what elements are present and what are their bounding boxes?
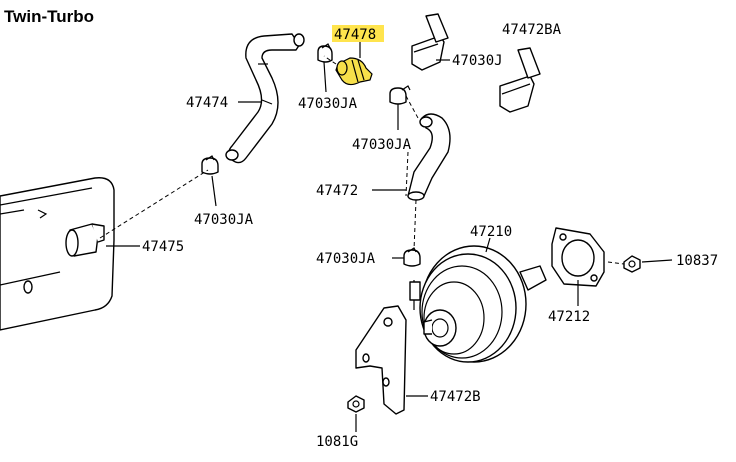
label-1081G[interactable]: 1081G bbox=[316, 434, 358, 450]
label-47472[interactable]: 47472 bbox=[316, 183, 358, 199]
part-1081G-nut bbox=[347, 395, 365, 413]
part-47478-check-valve bbox=[335, 57, 373, 86]
leader-lines bbox=[106, 42, 673, 432]
routing-line-hose-lower bbox=[405, 151, 409, 197]
label-10837[interactable]: 10837 bbox=[676, 253, 718, 269]
part-47210-brake-booster bbox=[409, 245, 547, 363]
label-47030JA-low[interactable]: 47030JA bbox=[316, 251, 376, 267]
part-47475-connector bbox=[65, 223, 105, 257]
part-47472B-bracket bbox=[355, 305, 407, 415]
label-47212[interactable]: 47212 bbox=[548, 309, 590, 325]
label-47472B[interactable]: 47472B bbox=[430, 389, 481, 405]
part-47030JA-clamp-left bbox=[201, 155, 219, 175]
label-47030JA-mid[interactable]: 47030JA bbox=[352, 137, 412, 153]
part-47030JA-clamp-low bbox=[403, 247, 421, 267]
label-47472BA[interactable]: 47472BA bbox=[502, 22, 562, 38]
diagram-title: Twin-Turbo bbox=[4, 7, 94, 26]
routing-line-collector bbox=[99, 169, 209, 239]
label-47478[interactable]: 47478 bbox=[334, 27, 376, 43]
label-47210[interactable]: 47210 bbox=[470, 224, 512, 240]
part-47472-hose bbox=[407, 113, 451, 201]
part-47030JA-clamp-upper bbox=[317, 43, 333, 63]
routing-line-booster bbox=[413, 199, 417, 251]
label-47475[interactable]: 47475 bbox=[142, 239, 184, 255]
label-47474[interactable]: 47474 bbox=[186, 95, 228, 111]
part-47212-gasket bbox=[551, 227, 605, 287]
label-47030JA-left[interactable]: 47030JA bbox=[194, 212, 254, 228]
routing-line-clamp bbox=[405, 95, 419, 119]
part-10837-nut bbox=[623, 255, 641, 273]
part-47030JA-clamp-right bbox=[389, 85, 411, 105]
routing-line-nut bbox=[607, 261, 625, 265]
part-47030J-clip bbox=[411, 13, 449, 71]
highlight-47478 bbox=[332, 25, 384, 42]
label-47030J[interactable]: 47030J bbox=[452, 53, 503, 69]
label-47030JA-top[interactable]: 47030JA bbox=[298, 96, 358, 112]
part-47474-hose bbox=[225, 33, 305, 164]
part-47472BA-clip bbox=[499, 47, 541, 113]
intake-collector bbox=[0, 177, 115, 331]
routing-line-valve bbox=[323, 55, 337, 65]
